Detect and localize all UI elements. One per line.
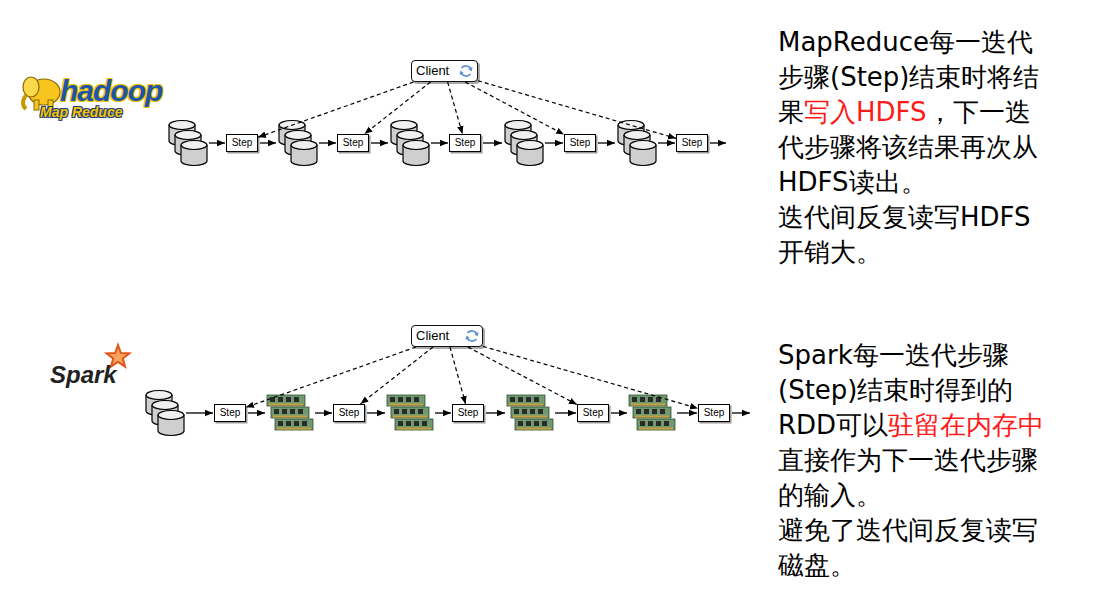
node-label: Step xyxy=(232,137,253,148)
flow-arrow xyxy=(319,142,336,143)
text-block: Spark每一迭代步骤(Step)结束时得到的RDD可以驻留在内存中直接作为下一… xyxy=(778,338,1046,583)
step-box: Step xyxy=(577,404,609,422)
flow-arrow xyxy=(431,142,448,143)
dispatch-arrow xyxy=(246,347,416,407)
node-label: Step xyxy=(455,137,476,148)
client-box: Client xyxy=(411,60,478,82)
node-label: Step xyxy=(704,407,725,418)
flow-arrow xyxy=(371,142,388,143)
node-label: Step xyxy=(570,137,591,148)
flow-arrow xyxy=(486,412,505,413)
flow-arrow xyxy=(209,142,225,143)
flow-arrow xyxy=(710,142,726,143)
logo-text: Spark xyxy=(50,361,117,389)
flow-arrow xyxy=(611,412,627,413)
description-text: 避免了迭代间反复读写磁盘。 xyxy=(778,513,1046,583)
memory-module xyxy=(387,395,433,430)
flow-arrow xyxy=(658,142,675,143)
flow-arrow xyxy=(315,412,332,413)
flow-arrow xyxy=(598,142,615,143)
disk-stack xyxy=(146,391,184,436)
memory-module xyxy=(507,395,553,430)
highlight-text: 驻留在内存中 xyxy=(888,410,1044,440)
step-box: Step xyxy=(676,134,708,152)
elephant-leg xyxy=(34,100,39,110)
flow-arrow xyxy=(545,142,563,143)
disk-stack xyxy=(618,121,656,166)
disk-stack xyxy=(391,121,429,166)
step-box: Step xyxy=(449,134,481,152)
dispatch-arrow xyxy=(258,82,414,137)
flow-arrow xyxy=(367,412,385,413)
highlight-text: 写入HDFS xyxy=(804,97,927,127)
node-label: Step xyxy=(343,137,364,148)
disk-stack xyxy=(169,121,207,166)
disk-stack xyxy=(279,121,317,166)
node-label: Client xyxy=(416,328,449,343)
flow-arrow xyxy=(260,142,276,143)
logo-text: Map Reduce xyxy=(40,104,122,120)
flow-arrow xyxy=(186,412,213,413)
flow-arrow xyxy=(555,412,576,413)
dispatch-arrow xyxy=(483,346,698,408)
step-box: Step xyxy=(333,404,365,422)
step-box: Step xyxy=(452,404,484,422)
node-label: Step xyxy=(458,407,479,418)
text-block: MapReduce每一迭代步骤(Step)结束时将结果写入HDFS，下一迭代步骤… xyxy=(778,25,1046,270)
dispatch-arrow xyxy=(450,347,466,404)
disk-stack xyxy=(505,121,543,166)
step-box: Step xyxy=(214,404,246,422)
node-label: Step xyxy=(220,407,241,418)
dispatch-arrow xyxy=(360,347,433,404)
flow-arrow xyxy=(483,142,502,143)
description-text: 直接作为下一迭代步骤的输入。 xyxy=(778,445,1038,510)
client-box: Client xyxy=(411,325,483,347)
memory-module xyxy=(629,395,675,430)
memory-module xyxy=(267,395,313,430)
flow-arrow xyxy=(732,412,750,413)
elephant-ear xyxy=(23,77,39,97)
flow-arrow xyxy=(677,412,697,413)
dispatch-arrow xyxy=(465,82,564,134)
dispatch-arrow xyxy=(478,81,676,139)
dispatch-arrow xyxy=(468,347,577,405)
node-label: Step xyxy=(583,407,604,418)
elephant-trunk xyxy=(23,95,26,109)
step-box: Step xyxy=(698,404,730,422)
node-label: Step xyxy=(682,137,703,148)
dispatch-arrow xyxy=(448,82,463,134)
step-box: Step xyxy=(226,134,258,152)
dispatch-arrow xyxy=(364,82,430,134)
step-box: Step xyxy=(564,134,596,152)
step-box: Step xyxy=(337,134,369,152)
flow-arrow xyxy=(248,412,265,413)
flow-arrow xyxy=(435,412,451,413)
logo-text: hadoop xyxy=(60,74,162,108)
node-label: Client xyxy=(416,63,449,78)
node-label: Step xyxy=(339,407,360,418)
description-text: 迭代间反复读写HDFS开销大。 xyxy=(778,200,1046,270)
